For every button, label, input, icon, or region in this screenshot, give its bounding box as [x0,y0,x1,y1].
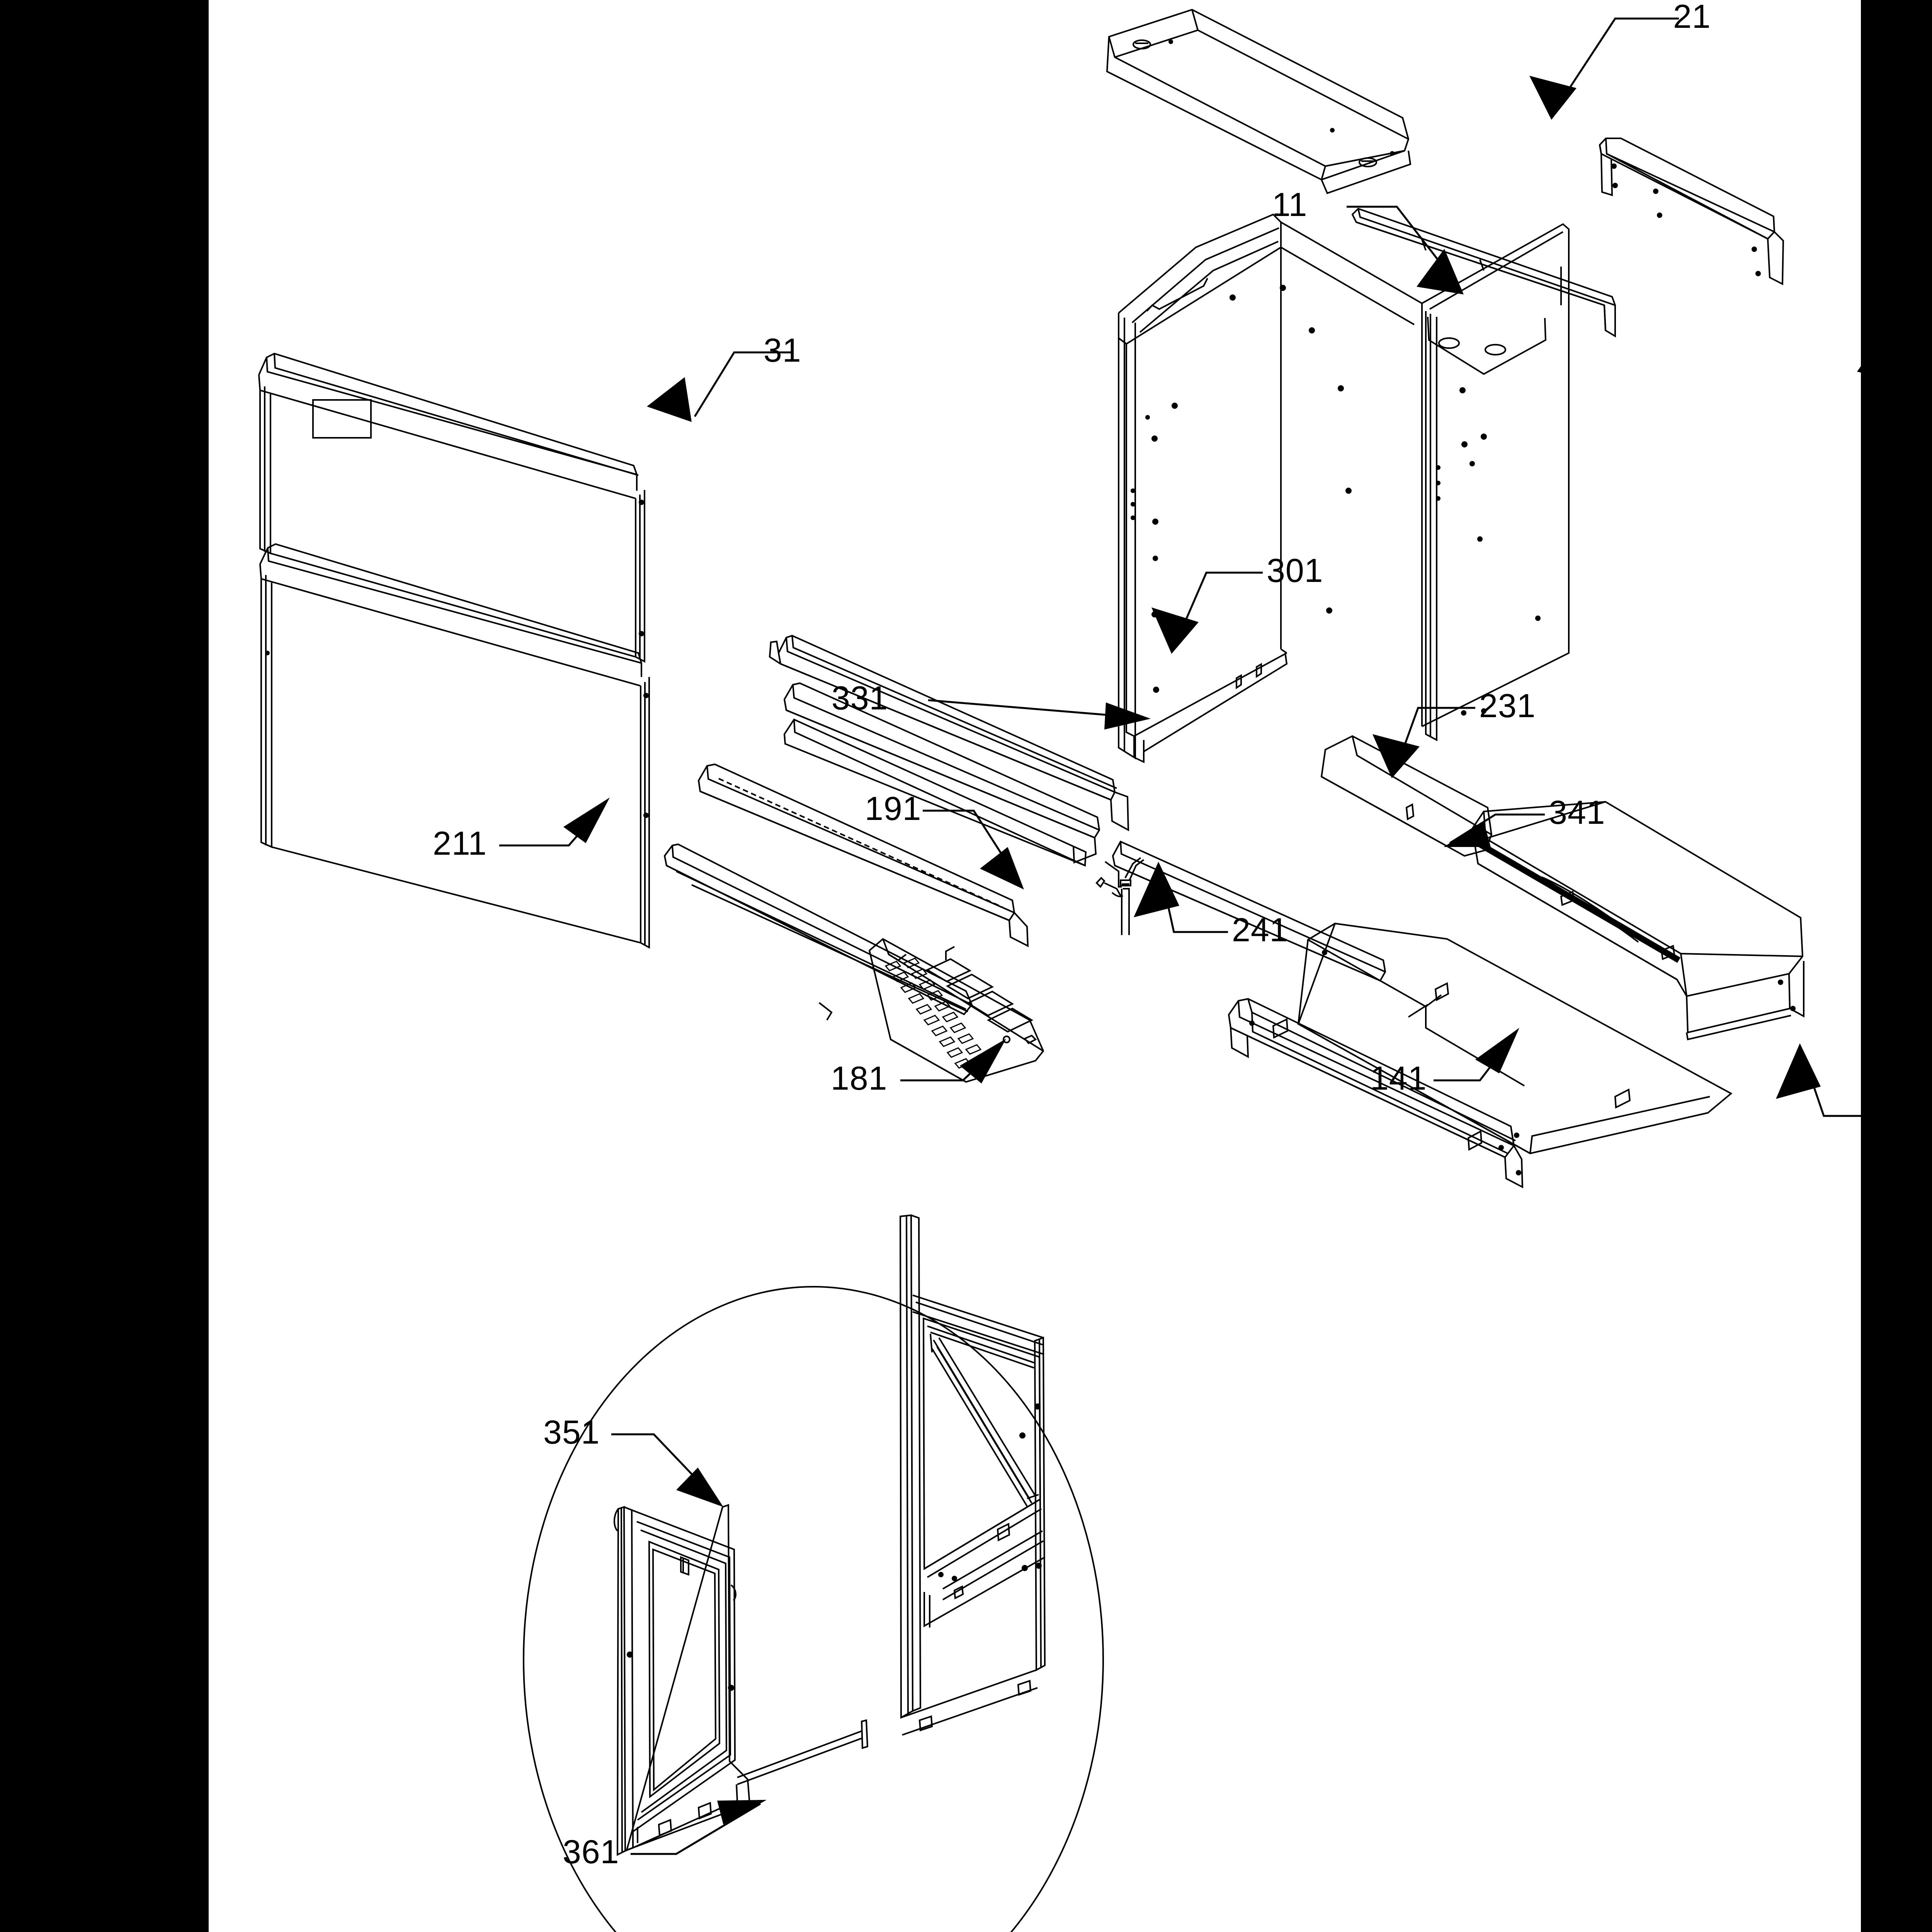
part-141-base-channel [1228,998,1524,1189]
callout-label-181: 181 [831,1060,888,1097]
part-11-cabinet-body [1118,213,1570,764]
part-21-top-rail [1106,9,1412,194]
callout-label-191: 191 [865,790,922,827]
callout-label-51: 51 [1882,1095,1920,1133]
callout-label-21: 21 [1673,0,1711,35]
callout-label-341: 341 [1549,794,1605,831]
part-181-control-panel [663,843,1044,1083]
part-81-kick-plate [1471,801,1804,1041]
part-301-long-rail [769,634,1129,832]
callout-label-11: 11 [1272,186,1308,223]
part-41-side-rail [1351,207,1616,338]
part-191-control-rod [1095,857,1145,935]
part-241-bottom-rail [697,763,1029,947]
callout-label-331: 331 [832,680,888,717]
callout-label-361: 361 [563,1833,619,1871]
left-black-border [0,0,209,1932]
callout-label-141: 141 [1370,1060,1427,1097]
part-291-rear-plate [1599,138,1784,286]
callout-label-301: 301 [1267,552,1323,589]
detail-view-cabinet-frame [899,1214,1046,1736]
part-31-upper-side-panel [258,352,645,663]
drawing-sheet: 21 291 11 41 31 301 331 231 211 191 341 … [209,0,1919,1932]
right-black-border [1861,0,1932,1932]
part-331b-slim-rail [783,718,1087,867]
part-331-rail [783,682,1100,864]
callout-label-211: 211 [433,825,487,862]
callout-label-231: 231 [1479,687,1536,724]
detail-view-door-panel [613,1504,869,1856]
callout-leaders [499,17,1861,1855]
part-211-lower-side-panel [259,543,650,949]
part-51-base-pan [1297,922,1733,1155]
detail-view-boundary [523,1286,1104,1932]
callout-label-241: 241 [1232,912,1289,949]
callout-label-351: 351 [543,1414,600,1451]
callout-label-31: 31 [764,332,801,369]
technical-line-art [258,9,1861,1932]
